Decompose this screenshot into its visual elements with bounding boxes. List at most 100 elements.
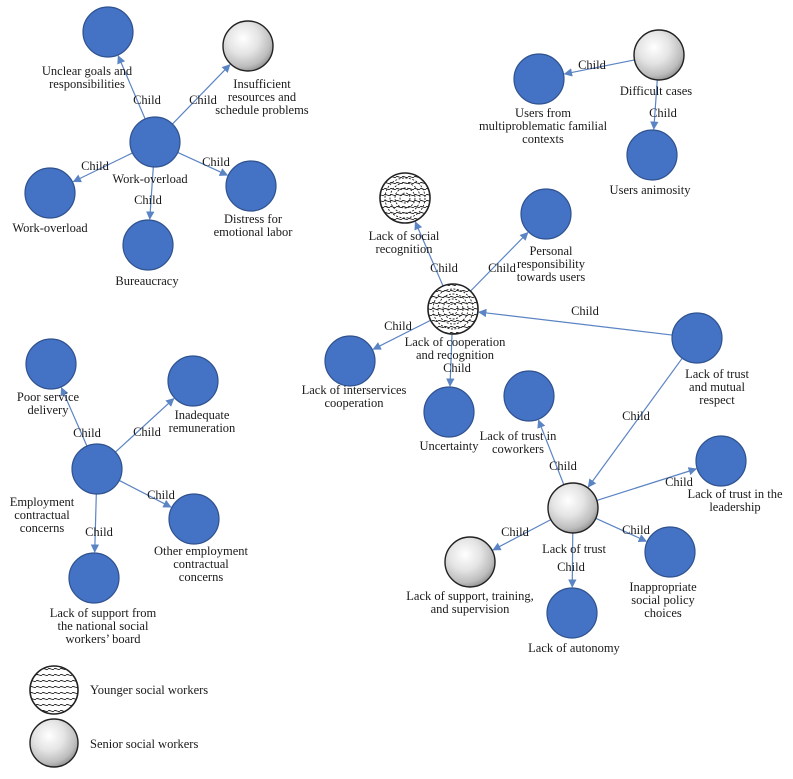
node-policy[interactable] [644, 526, 696, 578]
node-distress[interactable] [225, 160, 277, 212]
node-national[interactable] [68, 552, 120, 604]
node-social_rec[interactable] [379, 172, 431, 224]
legend-senior-label: Senior social workers [90, 737, 198, 751]
edge-trust-to-leadership [596, 467, 698, 502]
edge-label: Child [134, 193, 163, 207]
node-multiprob[interactable] [513, 53, 565, 105]
edge-label: Child [202, 155, 231, 169]
node-leadership[interactable] [695, 435, 747, 487]
node-other_emp[interactable] [168, 493, 220, 545]
node-trust[interactable] [547, 482, 599, 534]
edge-label: Child [443, 361, 472, 375]
edge-wo_center-to-unclear [117, 55, 146, 120]
node-label-wo_center: Work-overload [112, 172, 188, 186]
edge-label: Child [557, 560, 586, 574]
node-social_rec-ring [399, 192, 411, 204]
edge-mutual-to-trust [587, 357, 683, 488]
node-animosity[interactable] [626, 129, 678, 181]
node-wo_leaf[interactable] [24, 167, 76, 219]
node-difficult[interactable] [633, 29, 685, 81]
node-poor[interactable] [25, 338, 77, 390]
edge-trust-to-coworkers [537, 419, 565, 485]
edge-label: Child [649, 106, 678, 120]
node-label-autonomy: Lack of autonomy [528, 641, 620, 655]
edge-coop-to-social_rec [414, 221, 444, 287]
edge-label: Child [430, 261, 459, 275]
node-uncertainty[interactable] [423, 386, 475, 438]
legend-younger-label: Younger social workers [90, 683, 208, 697]
edge-label: Child [147, 488, 176, 502]
edge-label: Child [622, 523, 651, 537]
edge-label: Child [622, 409, 651, 423]
node-autonomy[interactable] [546, 587, 598, 639]
edge-label: Child [85, 525, 114, 539]
node-remuneration[interactable] [167, 355, 219, 407]
edge-difficult-to-multiprob [563, 59, 635, 77]
edge-employment-to-national [90, 493, 100, 553]
node-support[interactable] [444, 536, 496, 588]
edge-label: Child [578, 58, 607, 72]
edge-coop-to-interserv [372, 319, 431, 350]
node-wo_center[interactable] [129, 116, 181, 168]
legend-younger-swatch [29, 665, 79, 715]
node-label-difficult: Difficult cases [620, 84, 692, 98]
edge-wo_center-to-bureaucracy [146, 166, 155, 220]
edge-label: Child [501, 525, 530, 539]
edge-employment-to-other_emp [118, 479, 172, 508]
edge-coop-to-uncertainty [446, 333, 455, 387]
node-social_rec-ring [389, 182, 421, 214]
node-social_rec-ring [384, 177, 426, 219]
legend: Younger social workers Senior social wor… [29, 665, 208, 768]
node-label-uncertainty: Uncertainty [419, 439, 479, 453]
edge-label: Child [665, 475, 694, 489]
node-label-bureaucracy: Bureaucracy [115, 274, 179, 288]
node-coop-ring [437, 293, 469, 325]
edge-trust-to-policy [595, 517, 648, 542]
node-social_rec-ring [394, 187, 416, 209]
edge-label: Child [189, 93, 218, 107]
edge-label: Child [549, 459, 578, 473]
edge-mutual-to-coop [477, 308, 673, 336]
edge-label: Child [384, 319, 413, 333]
node-label-animosity: Users animosity [610, 183, 692, 197]
legend-senior-swatch [29, 718, 79, 768]
node-coop[interactable] [427, 283, 479, 335]
edge-employment-to-remuneration [115, 398, 175, 453]
edge-label: Child [133, 425, 162, 439]
node-personal[interactable] [520, 188, 572, 240]
edge-employment-to-poor [60, 387, 88, 447]
node-coop-ring [447, 303, 459, 315]
edge-wo_center-to-wo_leaf [72, 152, 133, 183]
node-insufficient[interactable] [222, 20, 274, 72]
edge-difficult-to-animosity [650, 79, 659, 130]
node-employment[interactable] [71, 443, 123, 495]
node-bureaucracy[interactable] [122, 219, 174, 271]
node-coop-ring [442, 298, 464, 320]
node-coop-ring [432, 288, 474, 330]
node-coworkers[interactable] [503, 370, 555, 422]
edge-wo_center-to-distress [177, 151, 229, 176]
edge-trust-to-autonomy [568, 532, 577, 588]
node-label-trust: Lack of trust [542, 542, 606, 556]
edge-coop-to-personal [470, 231, 529, 292]
node-unclear[interactable] [82, 6, 134, 58]
node-mutual[interactable] [671, 312, 723, 364]
node-interserv[interactable] [324, 335, 376, 387]
edge-label: Child [488, 261, 517, 275]
